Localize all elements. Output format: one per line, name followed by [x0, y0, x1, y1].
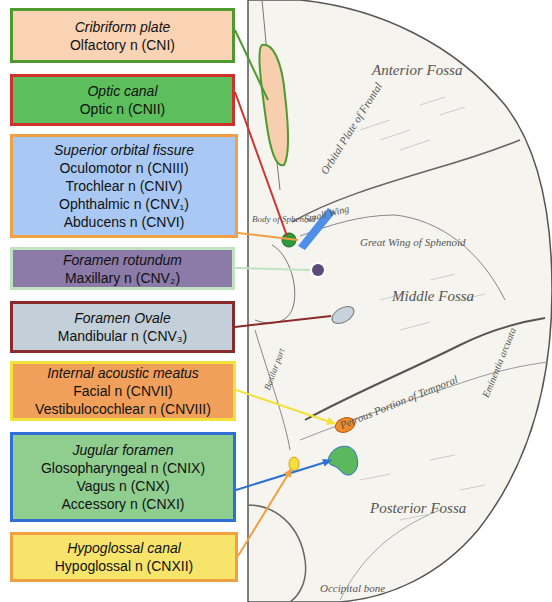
anatomy-label: Middle Fossa [392, 288, 474, 305]
jugular-highlight [328, 446, 358, 475]
nerve-name: Mandibular n (CNV₃) [58, 327, 187, 345]
foramen-name: Optic canal [87, 82, 157, 100]
foramen-name: Cribriform plate [75, 18, 171, 36]
nerve-name: Olfactory n (CNI) [70, 36, 175, 54]
nerve-name: Glosopharyngeal n (CNIX) [41, 459, 205, 477]
foramen-box: Optic canalOptic n (CNII) [10, 74, 235, 126]
foramen-box: Hypoglossal canalHypoglossal n (CNXII) [10, 532, 238, 582]
ovale-highlight [329, 303, 357, 327]
hatching [360, 97, 465, 150]
foramen-box: Jugular foramenGlosopharyngeal n (CNIX)V… [10, 432, 236, 522]
foramen-name: Superior orbital fissure [54, 141, 194, 159]
skull-outline [248, 0, 552, 602]
anatomy-label: Great Wing of Sphenoid [360, 236, 466, 248]
anatomy-label: Posterior Fossa [370, 500, 466, 517]
leader-line [236, 390, 330, 422]
foramen-name: Jugular foramen [72, 441, 173, 459]
foramen-box: Foramen rotundumMaxillary n (CNV₂) [10, 247, 235, 290]
foramen-box: Internal acoustic meatusFacial n (CNVII)… [10, 361, 236, 421]
anatomy-label: Occipital bone [320, 582, 385, 594]
nerve-name: Abducens n (CNVI) [64, 213, 185, 231]
great-wing-ridge [300, 215, 505, 300]
nerve-name: Maxillary n (CNV₂) [65, 269, 180, 287]
clivus-edge [255, 330, 290, 450]
nerve-name: Hypoglossal n (CNXII) [55, 557, 194, 575]
leader-line [235, 268, 310, 270]
nerve-name: Oculomotor n (CNIII) [59, 159, 188, 177]
hatching [360, 455, 485, 520]
foramen-box: Foramen OvaleMandibular n (CNV₃) [10, 301, 235, 353]
hypoglossal-highlight [289, 457, 299, 471]
leader-line [238, 473, 289, 556]
nerve-name: Facial n (CNVII) [73, 382, 173, 400]
arrow-head [284, 468, 292, 478]
foramen-magnum [248, 505, 306, 602]
foramen-box: Cribriform plateOlfactory n (CNI) [10, 8, 235, 63]
leader-line [235, 316, 331, 327]
leader-line [238, 233, 298, 240]
leader-line [235, 30, 268, 100]
rotundum-highlight [312, 264, 324, 276]
petrous-ridge [300, 362, 548, 440]
anatomy-label: Anterior Fossa [372, 62, 462, 79]
foramen-name: Foramen rotundum [63, 251, 182, 269]
arrow-head [322, 459, 332, 467]
foramen-name: Internal acoustic meatus [47, 364, 199, 382]
hatching [380, 274, 485, 330]
rotundum-ring [310, 262, 326, 278]
nerve-name: Vagus n (CNX) [76, 477, 169, 495]
foramen-name: Foramen Ovale [74, 309, 170, 327]
nerve-name: Optic n (CNII) [80, 100, 166, 118]
nerve-name: Accessory n (CNXI) [62, 495, 185, 513]
sella-turcica [255, 245, 295, 323]
nerve-name: Vestibulocochlear n (CNVIII) [35, 400, 211, 418]
nerve-name: Trochlear n (CNIV) [66, 177, 183, 195]
foramen-box: Superior orbital fissureOculomotor n (CN… [10, 134, 238, 238]
foramen-name: Hypoglossal canal [67, 539, 181, 557]
nerve-name: Ophthalmic n (CNV₁) [59, 195, 189, 213]
arrow-head [326, 417, 336, 425]
cribriform-highlight [259, 45, 288, 166]
